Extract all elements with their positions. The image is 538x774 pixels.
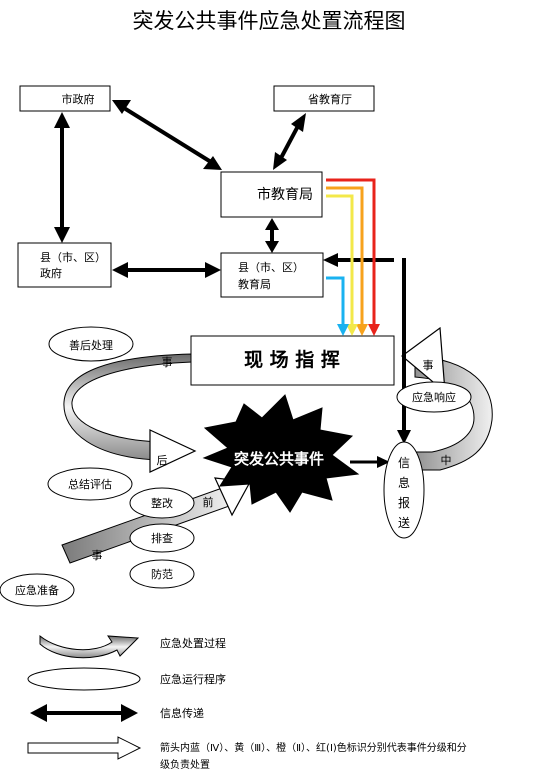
page-title: 突发公共事件应急处置流程图 xyxy=(133,9,406,33)
prevent-ellipse xyxy=(129,559,195,589)
legend-arrow-label-1: 箭头内蓝（Ⅳ）、黄（Ⅲ）、橙（Ⅱ）、红(I)色标识分别代表事件分级和分 xyxy=(160,741,467,754)
level-arrows xyxy=(326,178,380,336)
legend-procedure-icon xyxy=(27,667,141,691)
county-government-label-2: 政府 xyxy=(40,266,62,280)
emergency-prep-ellipse xyxy=(0,573,75,607)
stage-after-shi: 事 xyxy=(162,356,173,369)
county-education-label-1: 县（市、区） xyxy=(238,260,304,274)
legend-procedure-label: 应急运行程序 xyxy=(160,672,226,686)
emergency-event-burst: 突发公共事件 xyxy=(202,394,360,513)
red-level-arrow xyxy=(326,178,376,328)
legend-process-icon xyxy=(39,634,140,659)
info-report-ellipse xyxy=(383,441,425,539)
site-command-box xyxy=(190,335,395,386)
emergency-event-label: 突发公共事件 xyxy=(234,450,324,468)
province-education-box xyxy=(273,85,375,112)
investigate-ellipse xyxy=(129,523,195,553)
info-report-char-4: 送 xyxy=(398,515,410,530)
emergency-response-ellipse xyxy=(396,381,472,413)
city-education-box xyxy=(220,171,323,218)
stage-during-zhong: 中 xyxy=(441,454,452,467)
orange-level-arrow xyxy=(326,186,364,328)
city-government-label: 市政府 xyxy=(62,92,95,106)
city-government-box xyxy=(19,85,111,112)
info-transfer-arrows xyxy=(54,100,411,468)
rectify-ellipse xyxy=(129,487,195,519)
procedure-ellipses xyxy=(0,326,472,607)
info-report-char-1: 信 xyxy=(398,456,410,470)
emergency-prep-label: 应急准备 xyxy=(15,583,59,597)
city-education-label: 市教育局 xyxy=(257,186,313,203)
blue-level-arrow xyxy=(326,276,345,328)
province-education-label: 省教育厅 xyxy=(308,92,352,106)
emergency-response-label: 应急响应 xyxy=(412,390,456,404)
summary-eval-label: 总结评估 xyxy=(68,477,112,491)
investigate-label: 排查 xyxy=(151,531,173,545)
summary-eval-ellipse xyxy=(47,467,133,501)
info-report-char-3: 报 xyxy=(398,495,410,510)
rectify-label: 整改 xyxy=(151,496,173,510)
stage-before-shi: 事 xyxy=(92,549,103,562)
info-report-char-2: 息 xyxy=(398,475,410,490)
yellow-level-arrow xyxy=(326,194,354,328)
legend: 应急处置过程 应急运行程序 信息传递 箭头内蓝（Ⅳ）、黄（Ⅲ）、橙（Ⅱ）、红(I… xyxy=(27,634,467,771)
site-command-label: 现 场 指 挥 xyxy=(244,349,340,371)
county-government-label-1: 县（市、区） xyxy=(40,250,106,264)
county-government-box xyxy=(17,242,112,288)
legend-arrow-icon xyxy=(27,736,142,760)
legend-process-label: 应急处置过程 xyxy=(160,636,226,650)
aftermath-label: 善后处理 xyxy=(69,338,113,352)
stage-during-shi: 事 xyxy=(423,359,434,372)
county-education-box xyxy=(220,252,324,298)
legend-info-transfer-label: 信息传递 xyxy=(160,706,204,720)
aftermath-ellipse xyxy=(48,326,134,362)
stage-after-hou: 后 xyxy=(157,454,168,467)
stage-before-qian: 前 xyxy=(203,495,214,509)
prevent-label: 防范 xyxy=(151,567,173,581)
legend-arrow-label-2: 级负责处置 xyxy=(160,758,210,771)
county-education-label-2: 教育局 xyxy=(238,277,271,291)
